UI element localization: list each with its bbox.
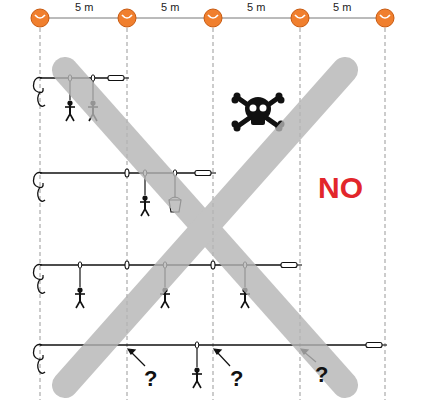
question-mark: ? bbox=[315, 364, 328, 386]
warning-text: NO bbox=[318, 173, 363, 203]
span-dimension: 5 m bbox=[331, 2, 353, 13]
span-dimension: 5 m bbox=[159, 2, 181, 13]
span-dimension: 5 m bbox=[245, 2, 267, 13]
question-mark: ? bbox=[144, 368, 157, 390]
span-dimension: 5 m bbox=[73, 2, 95, 13]
question-mark: ? bbox=[230, 368, 243, 390]
